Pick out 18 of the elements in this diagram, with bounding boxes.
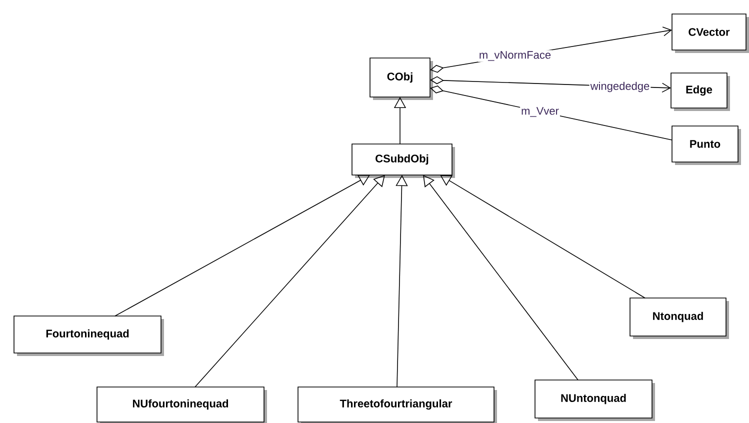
- connector-arrow: [114, 174, 370, 316]
- connector-arrow: [440, 175, 646, 298]
- class-box: CObj: [370, 58, 433, 100]
- class-box: Punto: [672, 126, 741, 165]
- class-box: Ntonquad: [630, 298, 729, 339]
- connector-arrow: [423, 175, 578, 380]
- connector-arrow: [194, 175, 385, 388]
- class-box: CSubdObj: [352, 144, 455, 178]
- class-box: Fourtoninequad: [14, 316, 164, 356]
- edge-label: wingededge: [589, 80, 651, 94]
- class-box: NUfourtoninequad: [96, 386, 267, 423]
- edge-label: m_vNormFace: [478, 50, 552, 62]
- edge-label: m_Vver: [520, 106, 560, 118]
- connector-arrow: [396, 175, 408, 388]
- class-box: CVector: [672, 14, 749, 53]
- class-box: Threetofourtriangular: [298, 386, 497, 423]
- class-box: NUntonquad: [534, 380, 655, 421]
- class-box: Edge: [670, 72, 730, 111]
